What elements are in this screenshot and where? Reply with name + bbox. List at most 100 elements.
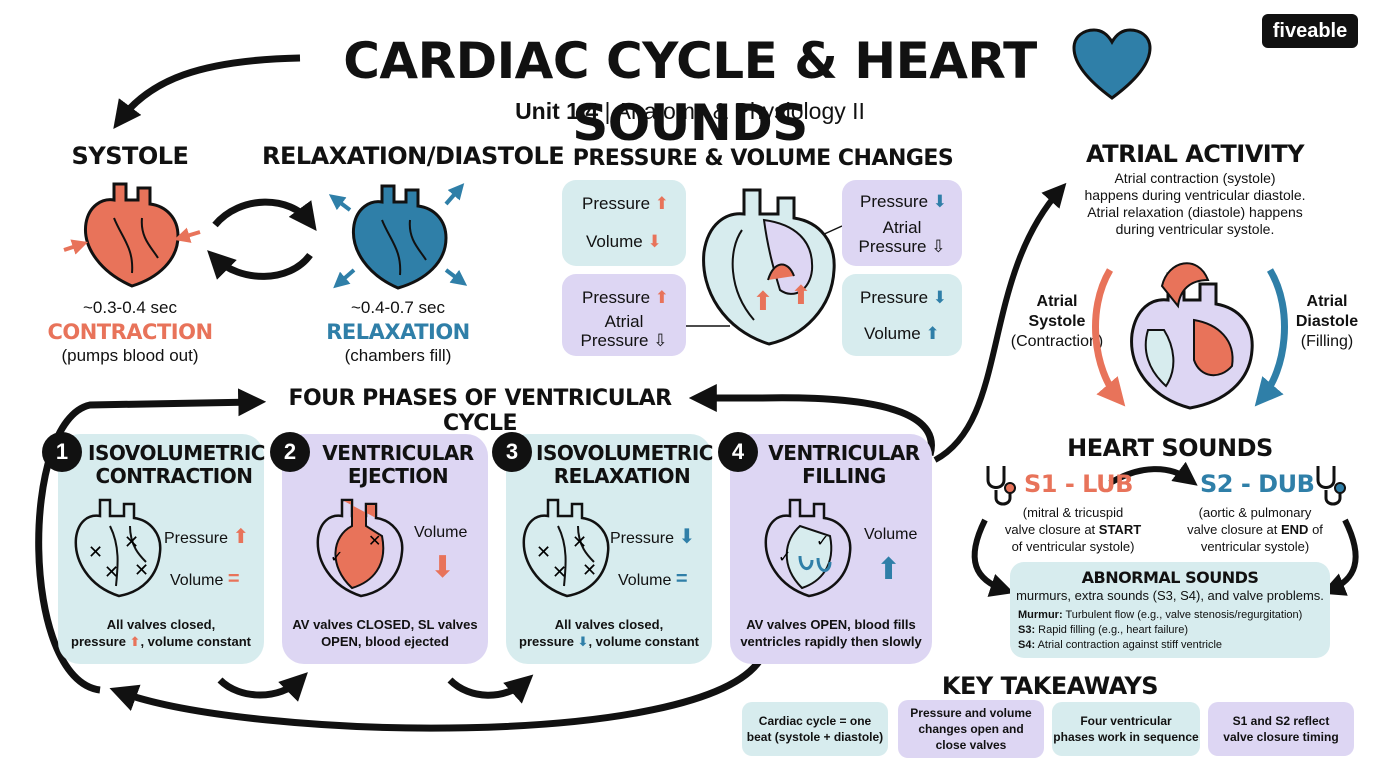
s1-desc-emphasis: START bbox=[1098, 522, 1142, 537]
takeaway-card: Four ventricular phases work in sequence bbox=[1052, 702, 1200, 756]
murmur-value: Turbulent flow (e.g., valve stenosis/reg… bbox=[1062, 609, 1303, 621]
s2-desc-line: of bbox=[1308, 522, 1323, 537]
arrow-down-icon: ⬇ bbox=[577, 634, 589, 649]
takeaway-card: Pressure and volume changes open and clo… bbox=[898, 700, 1044, 758]
arrow-up-icon: ⬆ bbox=[925, 324, 940, 343]
phase-desc: , volume constant bbox=[140, 634, 251, 649]
takeaway-card: Cardiac cycle = one beat (systole + dias… bbox=[742, 702, 888, 756]
phase-desc-emphasis: OPEN bbox=[321, 634, 358, 649]
phase-desc-emphasis: CLOSED bbox=[356, 617, 411, 632]
arrow-down-icon: ⬇ bbox=[932, 192, 948, 211]
pv-box-bottom-left: Pressure ⬆ Atrial Pressure ⇩ bbox=[562, 274, 686, 356]
arrow-down-icon: ⬇ bbox=[430, 551, 456, 584]
pv-heart-icon: ⬆ ⬆ bbox=[702, 188, 836, 346]
atrial-desc-line: happens during ventricular diastole. bbox=[1084, 187, 1306, 203]
diastole-time: ~0.4-0.7 sec bbox=[350, 298, 446, 317]
phase-card-1: ISOVOLUMETRIC CONTRACTION ✕ ✕ ✕ ✕ Pressu… bbox=[58, 434, 265, 664]
heart-sounds-heading: HEART SOUNDS bbox=[1067, 434, 1273, 462]
phase-desc: , volume constant bbox=[588, 634, 699, 649]
pressure-label: Pressure bbox=[580, 331, 649, 350]
s2-desc-line: (aortic & pulmonary bbox=[1198, 505, 1312, 520]
atrial-systole-label: Atrial Systole (Contraction) bbox=[1004, 292, 1110, 352]
abnormal-sounds-card: ABNORMAL SOUNDS murmurs, extra sounds (S… bbox=[1010, 562, 1330, 658]
takeaway-line: Four ventricular bbox=[1080, 714, 1172, 728]
takeaway-line: Cardiac cycle = one bbox=[758, 714, 872, 728]
phase-title: CONTRACTION bbox=[95, 464, 253, 488]
svg-text:✕: ✕ bbox=[572, 532, 587, 553]
phase-desc: AV valves bbox=[292, 617, 357, 632]
svg-text:✕: ✕ bbox=[104, 562, 119, 583]
arrow-up-icon: ⬆ bbox=[129, 634, 141, 649]
arrow-up-icon: ⬆ bbox=[654, 288, 670, 307]
ejection-heart-icon: ✓ ✕ bbox=[316, 498, 404, 598]
atrial-desc-line: Atrial relaxation (diastole) happens bbox=[1087, 204, 1303, 220]
arrow-up-icon: ⬆ bbox=[654, 194, 670, 213]
atrial-diastole-label: Atrial Diastole (Filling) bbox=[1282, 292, 1372, 352]
takeaway-line: valve closure timing bbox=[1223, 730, 1339, 744]
phase-desc: AV valves bbox=[746, 617, 811, 632]
stethoscope-icon bbox=[1316, 466, 1346, 506]
phase-title: FILLING bbox=[802, 464, 886, 488]
murmur-key: Murmur: bbox=[1018, 609, 1063, 621]
svg-text:✕: ✕ bbox=[368, 531, 381, 550]
equals-icon: = bbox=[675, 568, 688, 590]
svg-text:✕: ✕ bbox=[582, 560, 597, 581]
pv-box-bottom-right: Pressure ⬇ Volume ⬆ bbox=[842, 274, 962, 356]
svg-text:✓: ✓ bbox=[330, 547, 343, 566]
arrow-down-outline-icon: ⇩ bbox=[653, 331, 668, 350]
page-title: CARDIAC CYCLE & HEART SOUNDS bbox=[343, 32, 1037, 152]
heart-icon bbox=[1072, 28, 1152, 100]
phase-number-4: 4 bbox=[718, 432, 758, 472]
course-name: Anatomy & Physiology II bbox=[615, 98, 865, 124]
svg-text:✕: ✕ bbox=[552, 562, 567, 583]
subtitle: Unit 1.4 | Anatomy & Physiology II bbox=[360, 96, 1020, 126]
phase-desc: All valves closed, bbox=[554, 617, 664, 632]
pressure-label: Pressure bbox=[610, 530, 675, 547]
volume-label: Volume bbox=[170, 572, 224, 589]
abnormal-intro: murmurs, extra sounds (S3, S4), and valv… bbox=[1016, 588, 1324, 603]
contracting-heart-icon bbox=[63, 182, 201, 288]
takeaway-line: Pressure and volume bbox=[910, 706, 1032, 720]
takeaway-line: S1 and S2 reflect bbox=[1232, 714, 1330, 728]
diastole-label: RELAXATION bbox=[326, 320, 470, 344]
phases-heading: FOUR PHASES OF VENTRICULAR CYCLE bbox=[288, 386, 672, 436]
atrial-desc-line: during ventricular systole. bbox=[1115, 221, 1275, 237]
phase-desc: , SL valves bbox=[410, 617, 478, 632]
takeaway-line: phases work in sequence bbox=[1053, 730, 1199, 744]
takeaway-line: close valves bbox=[935, 738, 1007, 752]
diastole-heading: RELAXATION/DIASTOLE bbox=[262, 142, 565, 170]
phase-number-3: 3 bbox=[492, 432, 532, 472]
pv-box-top-right: Pressure ⬇ Atrial Pressure ⇩ bbox=[842, 180, 962, 266]
takeaway-line: beat (systole + diastole) bbox=[746, 730, 884, 744]
phase-card-4: VENTRICULAR FILLING ✓ ✓ Volume ⬆ AV valv… bbox=[730, 434, 932, 664]
svg-text:✕: ✕ bbox=[134, 560, 149, 581]
systole-label: CONTRACTION bbox=[47, 320, 213, 344]
equals-icon: = bbox=[227, 568, 240, 590]
takeaway-card: S1 and S2 reflect valve closure timing bbox=[1208, 702, 1354, 756]
subtitle-separator: | bbox=[598, 98, 616, 124]
s1-label: S1 - LUB bbox=[1024, 470, 1133, 498]
atrial-description: Atrial contraction (systole) happens dur… bbox=[1060, 170, 1330, 238]
systole-desc: (pumps blood out) bbox=[61, 346, 199, 365]
volume-label: Volume bbox=[618, 572, 672, 589]
diastole-desc: (chambers fill) bbox=[344, 346, 452, 365]
unit-label: Unit 1.4 bbox=[515, 98, 599, 124]
atrial-label: Atrial bbox=[882, 218, 922, 237]
pressure-label: Pressure bbox=[860, 192, 929, 211]
brand-name: fiveable bbox=[1272, 20, 1348, 42]
atrial-desc-line: Atrial contraction (systole) bbox=[1114, 170, 1276, 186]
s2-desc-line: ventricular systole) bbox=[1200, 539, 1310, 554]
phase-desc: , blood ejected bbox=[357, 634, 449, 649]
brand-logo: fiveable bbox=[1262, 14, 1358, 48]
s2-desc-emphasis: END bbox=[1281, 522, 1309, 537]
s4-value: Atrial contraction against stiff ventric… bbox=[1035, 639, 1223, 651]
atrial-diastole-title: Diastole bbox=[1295, 313, 1359, 330]
phase-desc: pressure bbox=[519, 634, 574, 649]
atrial-label: Atrial bbox=[604, 312, 644, 331]
pv-box-top-left: Pressure ⬆ Volume ⬇ bbox=[562, 180, 686, 266]
volume-label: Volume bbox=[414, 524, 468, 541]
pressure-label: Pressure bbox=[582, 288, 651, 307]
systole-heading: SYSTOLE bbox=[71, 142, 189, 170]
svg-text:⬆: ⬆ bbox=[790, 281, 812, 311]
svg-text:✓: ✓ bbox=[778, 547, 791, 566]
